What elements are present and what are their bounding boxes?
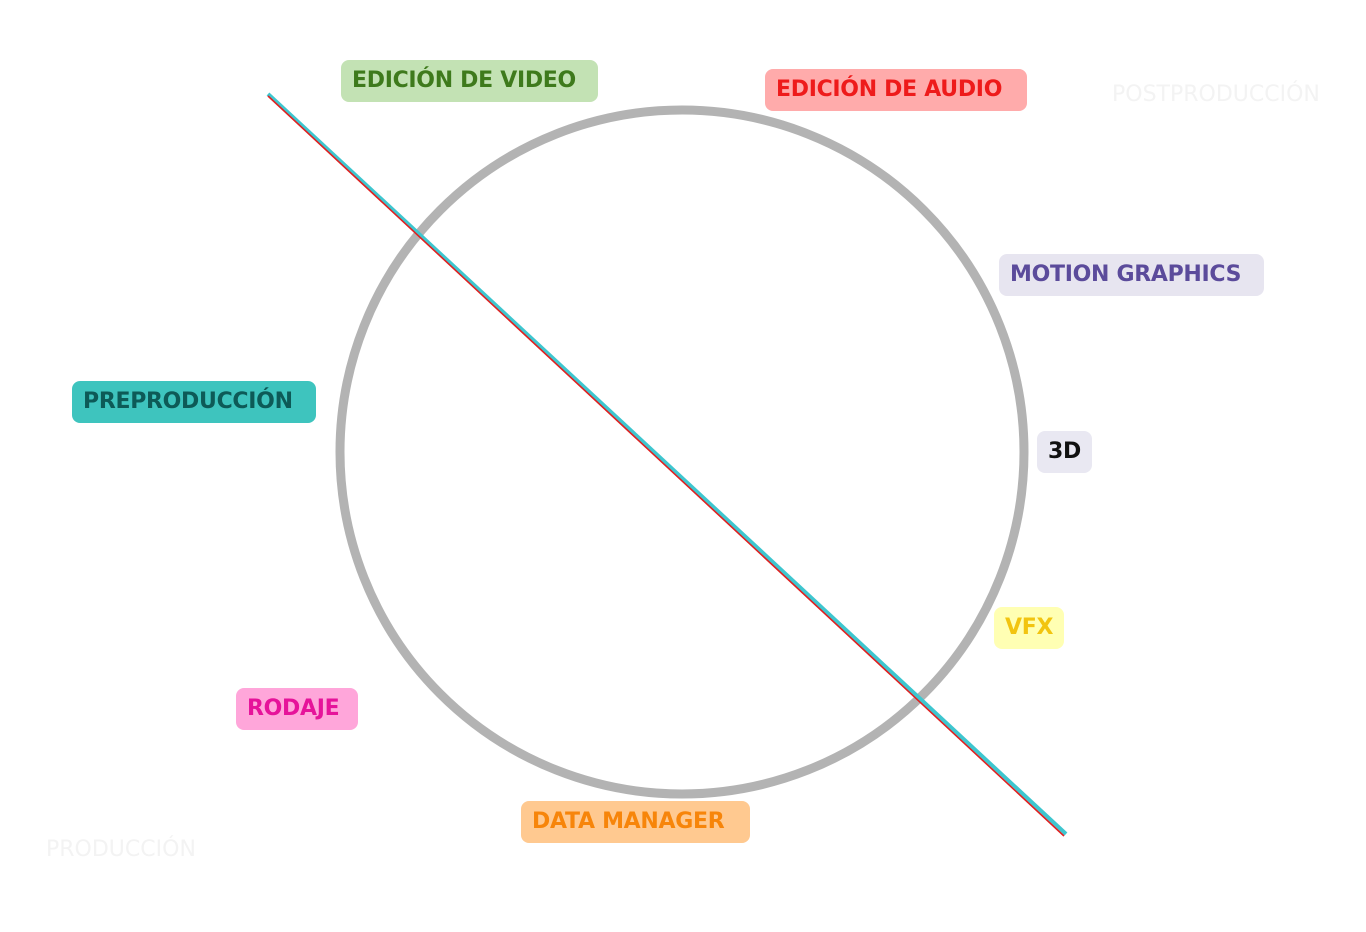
data-manager-tag[interactable]: DATA MANAGER — [521, 801, 750, 843]
rodaje-tag[interactable]: RODAJE — [236, 688, 358, 730]
divider-line-primary — [267, 95, 1065, 837]
three-d-tag[interactable]: 3D — [1037, 431, 1092, 473]
motion-graphics-tag[interactable]: MOTION GRAPHICS — [999, 254, 1264, 296]
vfx-tag[interactable]: VFX — [994, 607, 1064, 649]
edicion-video-tag[interactable]: EDICIÓN DE VIDEO — [341, 60, 598, 102]
divider-line-secondary — [266, 92, 1068, 836]
postproduccion-watermark: POSTPRODUCCIÓN — [1112, 82, 1320, 107]
edicion-audio-tag[interactable]: EDICIÓN DE AUDIO — [765, 69, 1027, 111]
preproduccion-tag[interactable]: PREPRODUCCIÓN — [72, 381, 316, 423]
cycle-circle — [335, 105, 1029, 799]
produccion-watermark: PRODUCCIÓN — [46, 837, 196, 862]
